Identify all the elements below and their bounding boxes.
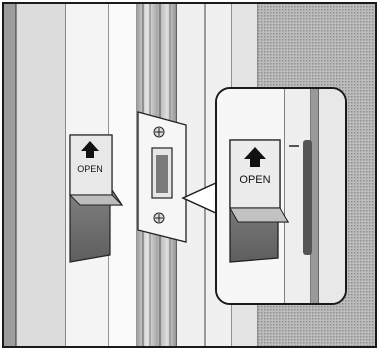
screw-icon bbox=[154, 127, 164, 137]
callout-latch-open-label: OPEN bbox=[239, 174, 270, 186]
screw-icon bbox=[154, 213, 164, 223]
magnified-callout: OPEN bbox=[216, 88, 346, 304]
strike-plate bbox=[138, 112, 186, 242]
latch-open-label: OPEN bbox=[77, 164, 103, 174]
